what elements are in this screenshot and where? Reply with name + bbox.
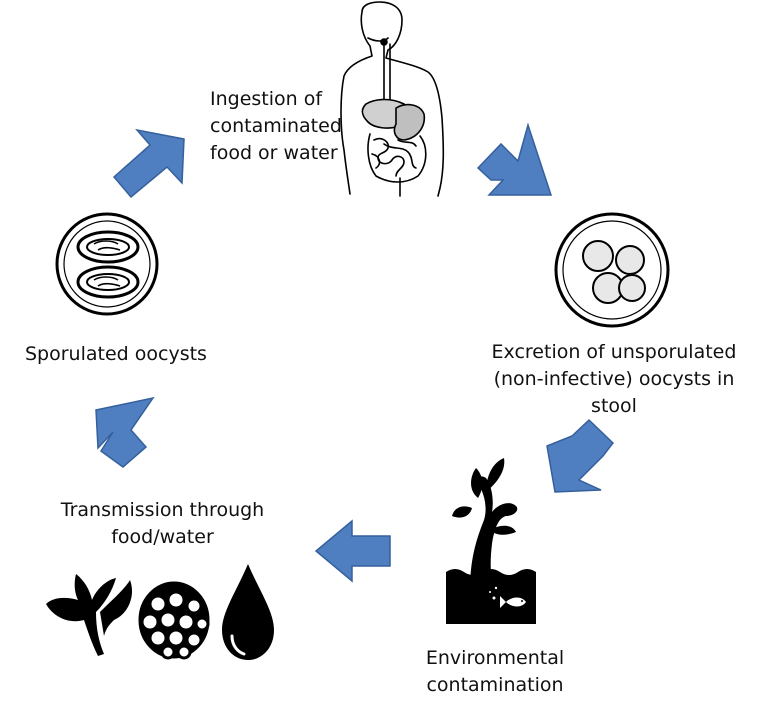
arrow-environment-to-transmission bbox=[314, 519, 391, 583]
stage-label-ingestion: Ingestion of contaminated food or water bbox=[210, 86, 342, 167]
stage-label-line: Environmental bbox=[425, 647, 565, 669]
stage-label-environment: Environmental contamination bbox=[405, 645, 585, 699]
human-digestive-system-icon bbox=[340, 1, 445, 197]
leafy-greens-icon bbox=[46, 574, 133, 656]
raspberry-icon bbox=[138, 581, 210, 660]
stage-label-transmission: Transmission through food/water bbox=[40, 497, 285, 551]
stage-label-line: contaminated bbox=[210, 115, 342, 137]
stage-label-sporulated: Sporulated oocysts bbox=[25, 341, 207, 368]
sporulated-oocysts-icon bbox=[55, 212, 159, 316]
stage-label-line: Ingestion of bbox=[210, 88, 323, 110]
stage-label-line: food/water bbox=[111, 526, 214, 548]
stage-label-line: Sporulated oocysts bbox=[25, 343, 207, 365]
stage-label-excretion: Excretion of unsporulated (non-infective… bbox=[470, 339, 758, 420]
stage-label-line: (non-infective) oocysts in bbox=[493, 368, 735, 390]
stage-label-line: Excretion of unsporulated bbox=[491, 341, 737, 363]
unsporulated-oocysts-icon bbox=[554, 212, 670, 328]
water-drop-icon bbox=[222, 564, 274, 660]
stage-label-line: stool bbox=[591, 395, 637, 417]
stage-label-line: Transmission through bbox=[60, 499, 265, 521]
arrow-transmission-to-sporulated bbox=[95, 396, 155, 468]
arrow-sporulated-to-ingestion bbox=[112, 128, 185, 199]
stage-label-line: contamination bbox=[426, 674, 564, 696]
arrow-excretion-to-environment bbox=[546, 418, 615, 493]
stage-label-line: food or water bbox=[210, 142, 338, 164]
plant-water-fish-icon bbox=[446, 458, 536, 624]
arrow-ingestion-to-excretion bbox=[476, 122, 553, 196]
